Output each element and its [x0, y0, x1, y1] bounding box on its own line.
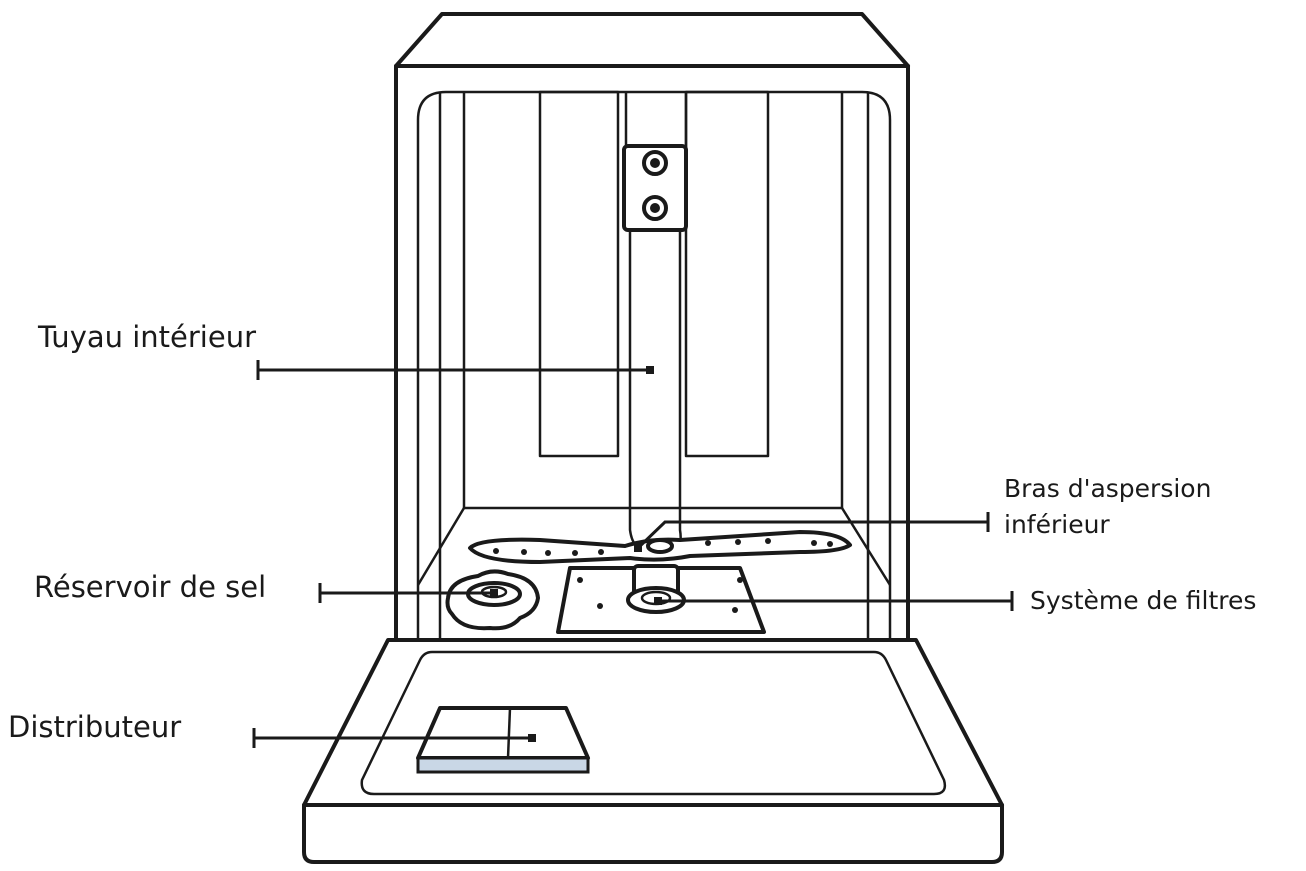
dispenser-accent-strip — [418, 758, 588, 772]
label-spray-arm-line1: Bras d'aspersion — [1004, 472, 1211, 506]
label-salt-reservoir: Réservoir de sel — [34, 570, 266, 604]
cabinet-top — [396, 14, 908, 66]
label-dispenser: Distributeur — [8, 710, 181, 744]
door — [304, 640, 1002, 805]
label-filter-system: Système de filtres — [1030, 584, 1256, 618]
label-spray-arm-line2: inférieur — [1004, 508, 1110, 542]
label-inner-pipe: Tuyau intérieur — [38, 320, 256, 354]
dispenser-lid — [418, 708, 588, 758]
door-front — [304, 805, 1002, 862]
